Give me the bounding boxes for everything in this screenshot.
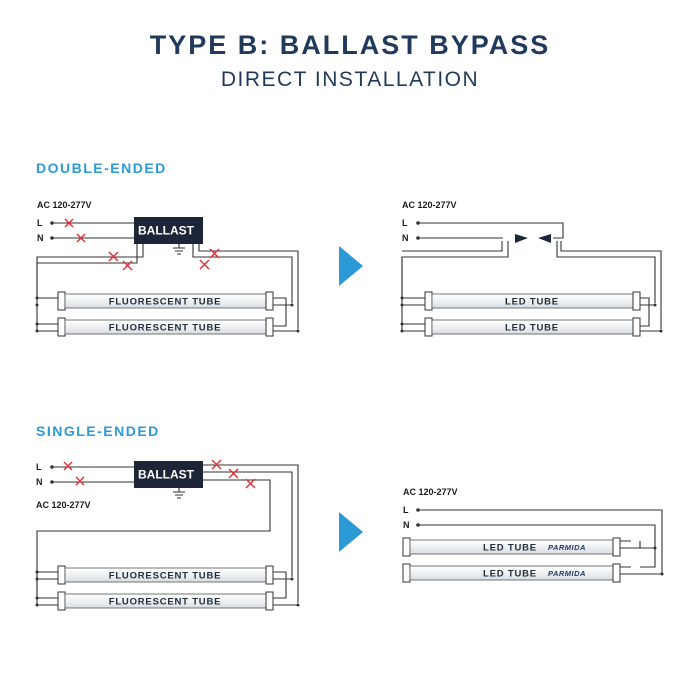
section-double-ended: DOUBLE-ENDED xyxy=(36,160,167,176)
tube-label: FLUORESCENT TUBE xyxy=(109,323,222,334)
tube-label: FLUORESCENT TUBE xyxy=(109,571,222,582)
led-tube-2: LED TUBE xyxy=(424,317,641,337)
ac-label: AC 120-277V xyxy=(37,200,92,210)
single-ended-before: L N AC 120-277V BALLAST FLUORESCENT TUBE… xyxy=(35,459,300,611)
ballast-label: BALLAST xyxy=(138,468,195,482)
ballast-label: BALLAST xyxy=(138,224,195,238)
brand-logo: PARMIDA xyxy=(548,543,586,552)
line-label: L xyxy=(403,505,409,515)
tube-label: LED TUBE xyxy=(505,323,559,334)
neutral-label: N xyxy=(36,477,43,487)
tube-label: FLUORESCENT TUBE xyxy=(109,597,222,608)
single-ended-after: AC 120-277V L N LED TUBE PARMIDA LED TUB… xyxy=(402,487,664,583)
double-ended-after: AC 120-277V L N LED TUBE LED TUBE xyxy=(400,200,663,337)
arrow-right-icon xyxy=(339,512,363,552)
ac-label: AC 120-277V xyxy=(36,500,91,510)
led-tube-1: LED TUBE xyxy=(424,291,641,311)
wire-connector-icon xyxy=(515,234,551,243)
fluorescent-tube-2: FLUORESCENT TUBE xyxy=(57,317,274,337)
cut-marks xyxy=(64,218,220,271)
page-subtitle: DIRECT INSTALLATION xyxy=(220,68,480,91)
line-label: L xyxy=(37,218,43,228)
fluorescent-tube-1: FLUORESCENT TUBE xyxy=(57,565,274,585)
led-tube-1: LED TUBE PARMIDA xyxy=(402,537,621,557)
line-label: L xyxy=(36,462,42,472)
tube-label: LED TUBE xyxy=(483,569,537,580)
cut-marks xyxy=(63,459,256,489)
ballast-box xyxy=(134,217,203,244)
tube-label: LED TUBE xyxy=(483,543,537,554)
led-tube-2: LED TUBE PARMIDA xyxy=(402,563,621,583)
fluorescent-tube-2: FLUORESCENT TUBE xyxy=(57,591,274,611)
line-label: L xyxy=(402,218,408,228)
ground-icon xyxy=(173,488,185,499)
tube-label: LED TUBE xyxy=(505,297,559,308)
tube-label: FLUORESCENT TUBE xyxy=(109,297,222,308)
brand-logo: PARMIDA xyxy=(548,569,586,578)
neutral-label: N xyxy=(403,520,410,530)
fluorescent-tube-1: FLUORESCENT TUBE xyxy=(57,291,274,311)
double-ended-before: AC 120-277V L N BALLAST FLUORESCENT TUBE xyxy=(35,200,300,337)
neutral-label: N xyxy=(37,233,44,243)
arrow-right-icon xyxy=(339,246,363,286)
ballast-box xyxy=(134,461,203,488)
neutral-label: N xyxy=(402,233,409,243)
ac-label: AC 120-277V xyxy=(403,487,458,497)
ac-label: AC 120-277V xyxy=(402,200,457,210)
page-title: TYPE B: BALLAST BYPASS xyxy=(149,30,551,60)
ground-icon xyxy=(173,244,185,255)
section-single-ended: SINGLE-ENDED xyxy=(36,423,160,439)
